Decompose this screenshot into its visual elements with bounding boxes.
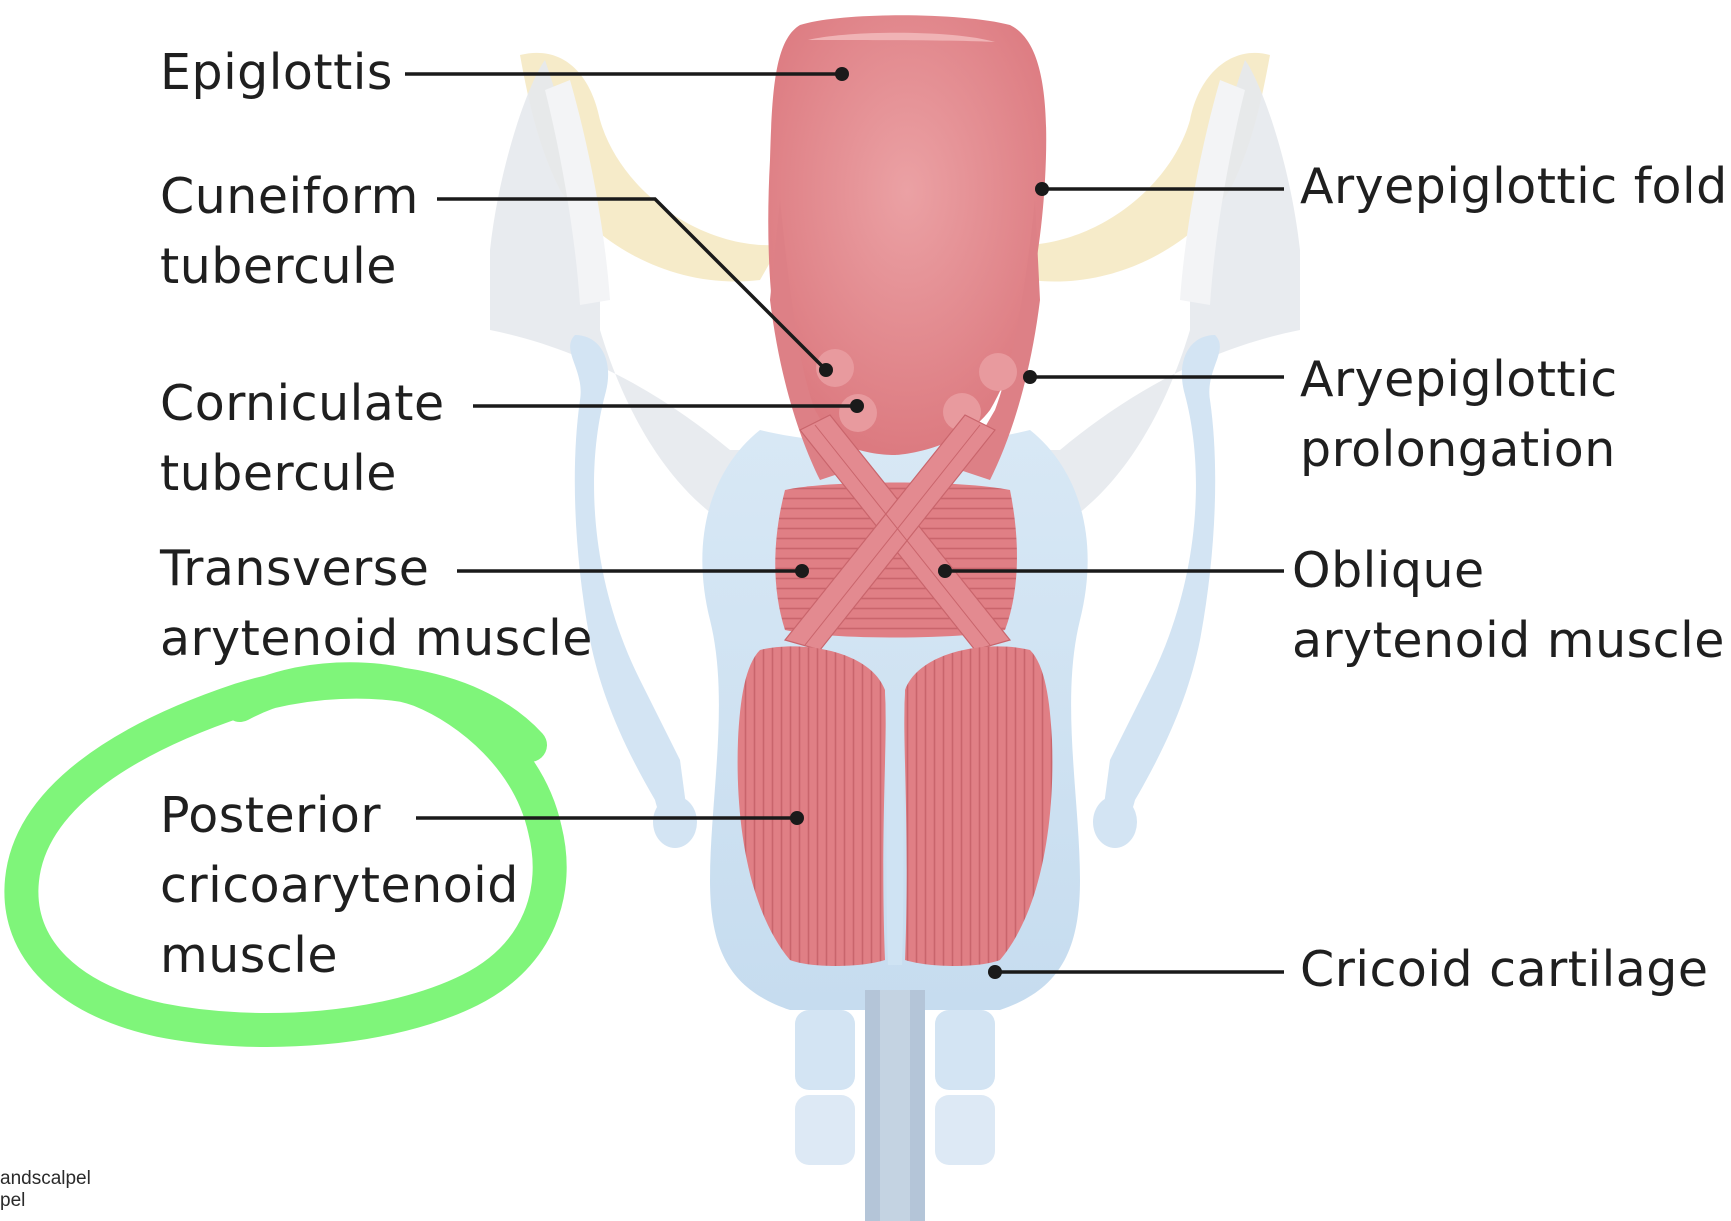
label-transverse-line1: Transverse — [160, 534, 593, 604]
label-corniculate-line2: tubercule — [160, 439, 445, 509]
label-cuneiform-line1: Cuneiform — [160, 162, 419, 232]
label-corniculate-tubercule: Corniculate tubercule — [160, 369, 445, 509]
label-corniculate-line1: Corniculate — [160, 369, 445, 439]
label-oblique-line2: arytenoid muscle — [1292, 606, 1725, 676]
label-aryepiglottic-prolongation: Aryepiglottic prolongation — [1300, 345, 1618, 485]
label-prolongation-line1: Aryepiglottic — [1300, 345, 1618, 415]
label-posterior-line2: cricoarytenoid — [160, 851, 519, 921]
label-prolongation-line2: prolongation — [1300, 415, 1618, 485]
label-oblique-line1: Oblique — [1292, 536, 1725, 606]
credit-line2: pel — [0, 1190, 91, 1212]
label-posterior-line1: Posterior — [160, 781, 519, 851]
label-transverse-line2: arytenoid muscle — [160, 604, 593, 674]
label-epiglottis: Epiglottis — [160, 38, 393, 108]
label-transverse-arytenoid: Transverse arytenoid muscle — [160, 534, 593, 674]
label-oblique-arytenoid: Oblique arytenoid muscle — [1292, 536, 1725, 676]
label-cricoid-cartilage: Cricoid cartilage — [1300, 935, 1709, 1005]
credit-line1: andscalpel — [0, 1168, 91, 1190]
posterior-cricoarytenoid-shape — [738, 646, 1053, 966]
label-aryepiglottic-fold: Aryepiglottic fold — [1300, 152, 1728, 222]
credit-text: andscalpel pel — [0, 1168, 91, 1212]
label-cuneiform-tubercule: Cuneiform tubercule — [160, 162, 419, 302]
label-posterior-cricoarytenoid: Posterior cricoarytenoid muscle — [160, 781, 519, 991]
label-posterior-line3: muscle — [160, 921, 519, 991]
label-cuneiform-line2: tubercule — [160, 232, 419, 302]
